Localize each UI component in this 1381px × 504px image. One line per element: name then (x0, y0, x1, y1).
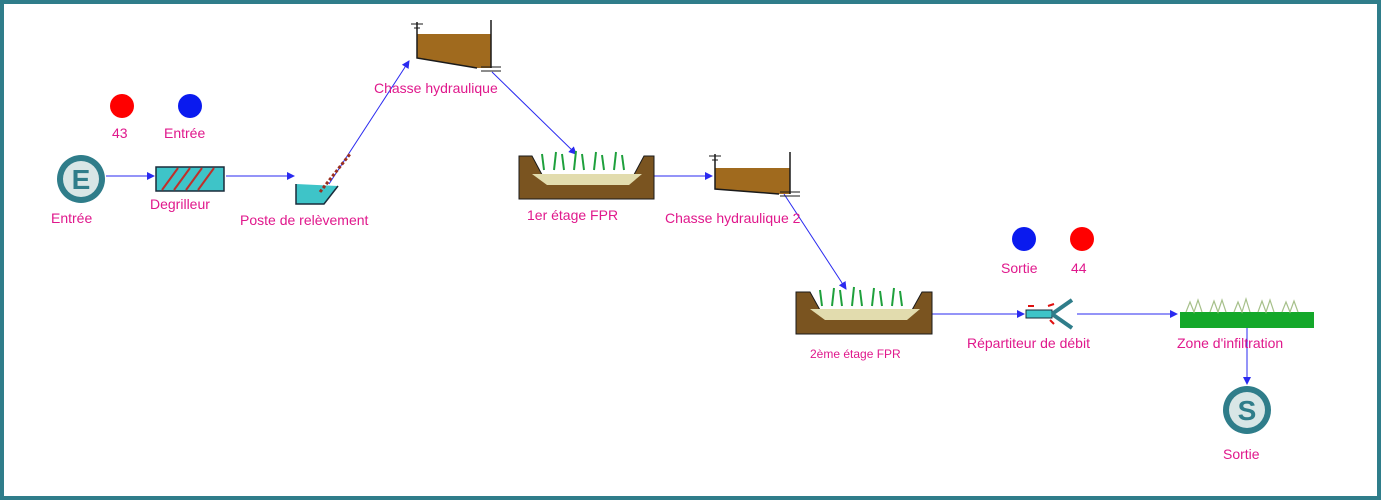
arrow-chasse2-fpr2 (783, 193, 847, 290)
degrilleur-icon[interactable] (155, 166, 225, 192)
zone-infiltration-icon[interactable] (1180, 296, 1314, 328)
label-chasse-hydraulique: Chasse hydraulique (374, 80, 498, 96)
marker-43-red-dot[interactable] (110, 94, 134, 118)
label-repartiteur: Répartiteur de débit (967, 335, 1090, 351)
chasse-hydraulique-icon[interactable] (411, 20, 501, 72)
sortie-icon[interactable]: S (1223, 386, 1271, 434)
diagram-graphics: E (57, 20, 1314, 434)
label-fpr1: 1er étage FPR (527, 207, 619, 223)
label-marker-43: 43 (112, 125, 128, 141)
label-marker-sortie: Sortie (1001, 260, 1038, 276)
label-zone-infiltration: Zone d'infiltration (1177, 335, 1284, 351)
label-marker-44: 44 (1071, 260, 1087, 276)
label-chasse-hydraulique-2: Chasse hydraulique 2 (665, 210, 801, 226)
chasse-hydraulique-2-icon[interactable] (709, 152, 800, 197)
svg-text:E: E (72, 164, 91, 195)
label-degrilleur: Degrilleur (150, 196, 210, 212)
entree-icon[interactable]: E (57, 155, 105, 203)
label-marker-entree: Entrée (164, 125, 206, 141)
marker-entree-blue-dot[interactable] (178, 94, 202, 118)
label-entree: Entrée (51, 210, 93, 226)
marker-sortie-blue-dot[interactable] (1012, 227, 1036, 251)
fpr2-basin-icon[interactable] (795, 286, 933, 335)
label-sortie: Sortie (1223, 446, 1260, 462)
label-poste-relevement: Poste de relèvement (240, 212, 369, 228)
arrow-chasse-fpr1 (491, 71, 577, 155)
label-fpr2: 2ème étage FPR (810, 347, 901, 361)
fpr1-basin-icon[interactable] (518, 150, 655, 200)
svg-text:S: S (1238, 395, 1257, 426)
repartiteur-icon[interactable] (1025, 298, 1074, 330)
marker-44-red-dot[interactable] (1070, 227, 1094, 251)
poste-relevement-icon[interactable] (295, 153, 352, 205)
